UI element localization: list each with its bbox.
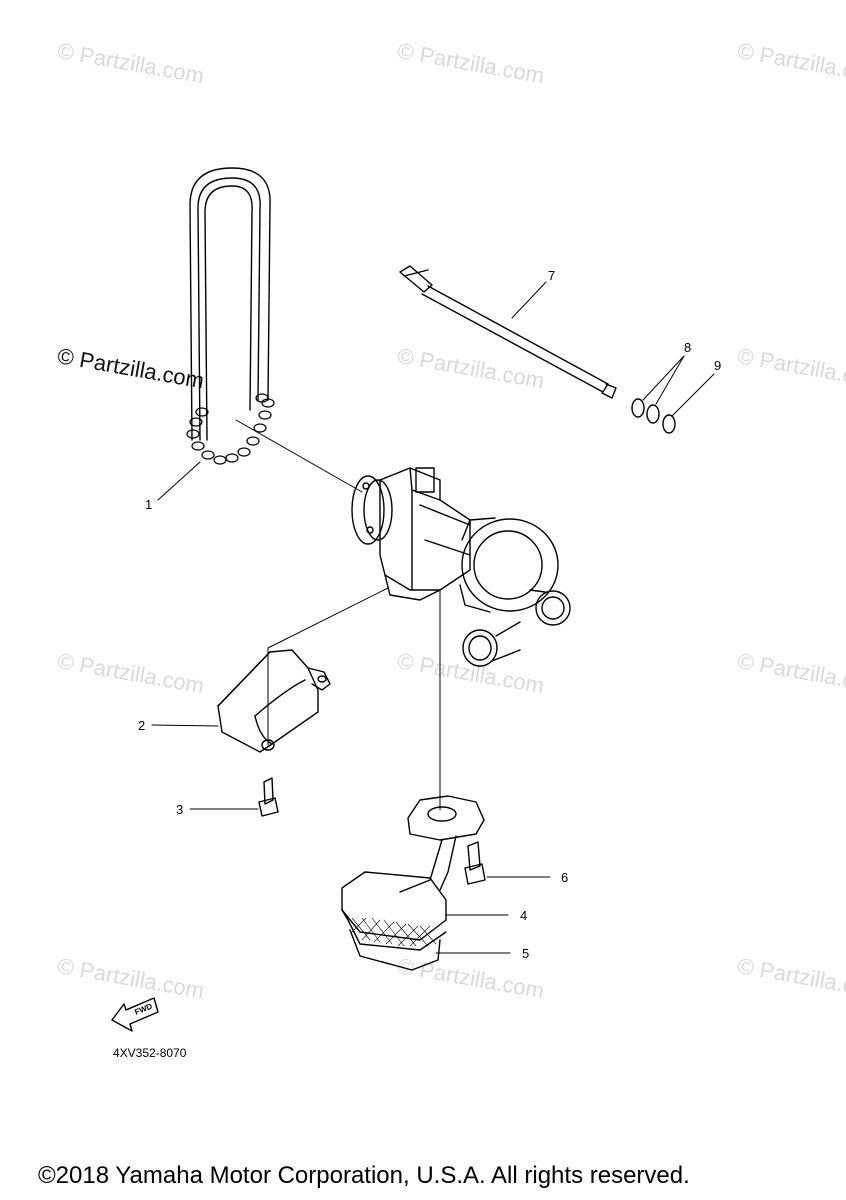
callout-4: 4 bbox=[520, 908, 528, 923]
diagram-code: 4XV352-8070 bbox=[113, 1046, 187, 1060]
o-ring bbox=[646, 404, 660, 424]
chain-guide-cover bbox=[217, 649, 331, 753]
oil-pump-assembly bbox=[351, 467, 571, 667]
callout-6: 6 bbox=[561, 870, 569, 885]
callout-1: 1 bbox=[145, 497, 153, 512]
callout-5: 5 bbox=[522, 946, 530, 961]
callout-2: 2 bbox=[138, 718, 146, 733]
callout-7: 7 bbox=[548, 268, 556, 283]
oil-pump-shaft bbox=[399, 265, 617, 399]
callout-8: 8 bbox=[684, 340, 692, 355]
callout-3: 3 bbox=[176, 802, 184, 817]
leader-lines bbox=[151, 281, 715, 954]
callout-9: 9 bbox=[714, 358, 722, 373]
o-ring bbox=[631, 398, 645, 418]
oil-strainer bbox=[341, 795, 485, 971]
o-ring bbox=[662, 414, 676, 434]
drive-chain bbox=[186, 167, 275, 465]
forward-arrow-icon bbox=[111, 997, 159, 1032]
bolt bbox=[464, 841, 486, 885]
copyright-notice: ©2018 Yamaha Motor Corporation, U.S.A. A… bbox=[38, 1162, 690, 1189]
bolt bbox=[258, 777, 279, 817]
